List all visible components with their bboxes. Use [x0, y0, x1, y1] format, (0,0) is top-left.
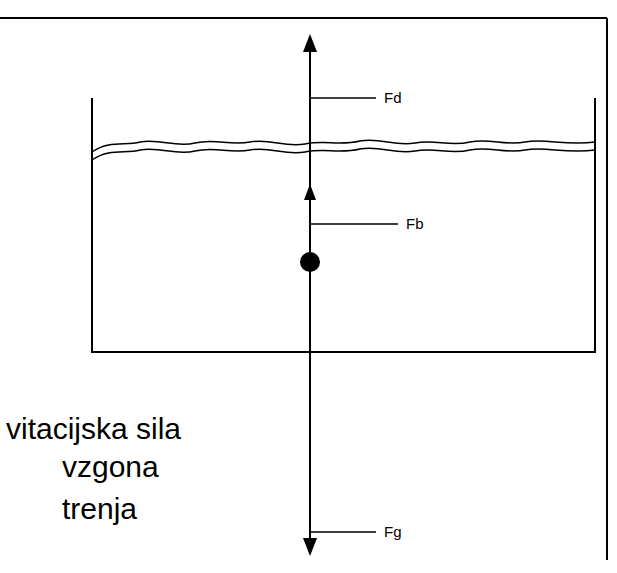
frame-line: [606, 18, 608, 560]
force-label: Fg: [382, 524, 404, 541]
force-label: Fd: [382, 90, 404, 107]
caption-text: vitacijska sila: [6, 412, 181, 445]
arrow-head: [304, 184, 316, 200]
caption-text: trenja: [62, 492, 137, 525]
leader-line: [310, 97, 376, 99]
arrow-head: [303, 34, 317, 52]
liquid-surface: [92, 148, 595, 160]
leader-line: [310, 531, 376, 533]
frame-line: [0, 17, 607, 19]
caption-text: vzgona: [62, 450, 159, 483]
tank: [92, 98, 595, 352]
arrow-head: [303, 538, 317, 556]
particle: [300, 252, 320, 272]
force-label: Fb: [404, 216, 426, 233]
leader-line: [310, 223, 398, 225]
force-line: [309, 50, 311, 540]
